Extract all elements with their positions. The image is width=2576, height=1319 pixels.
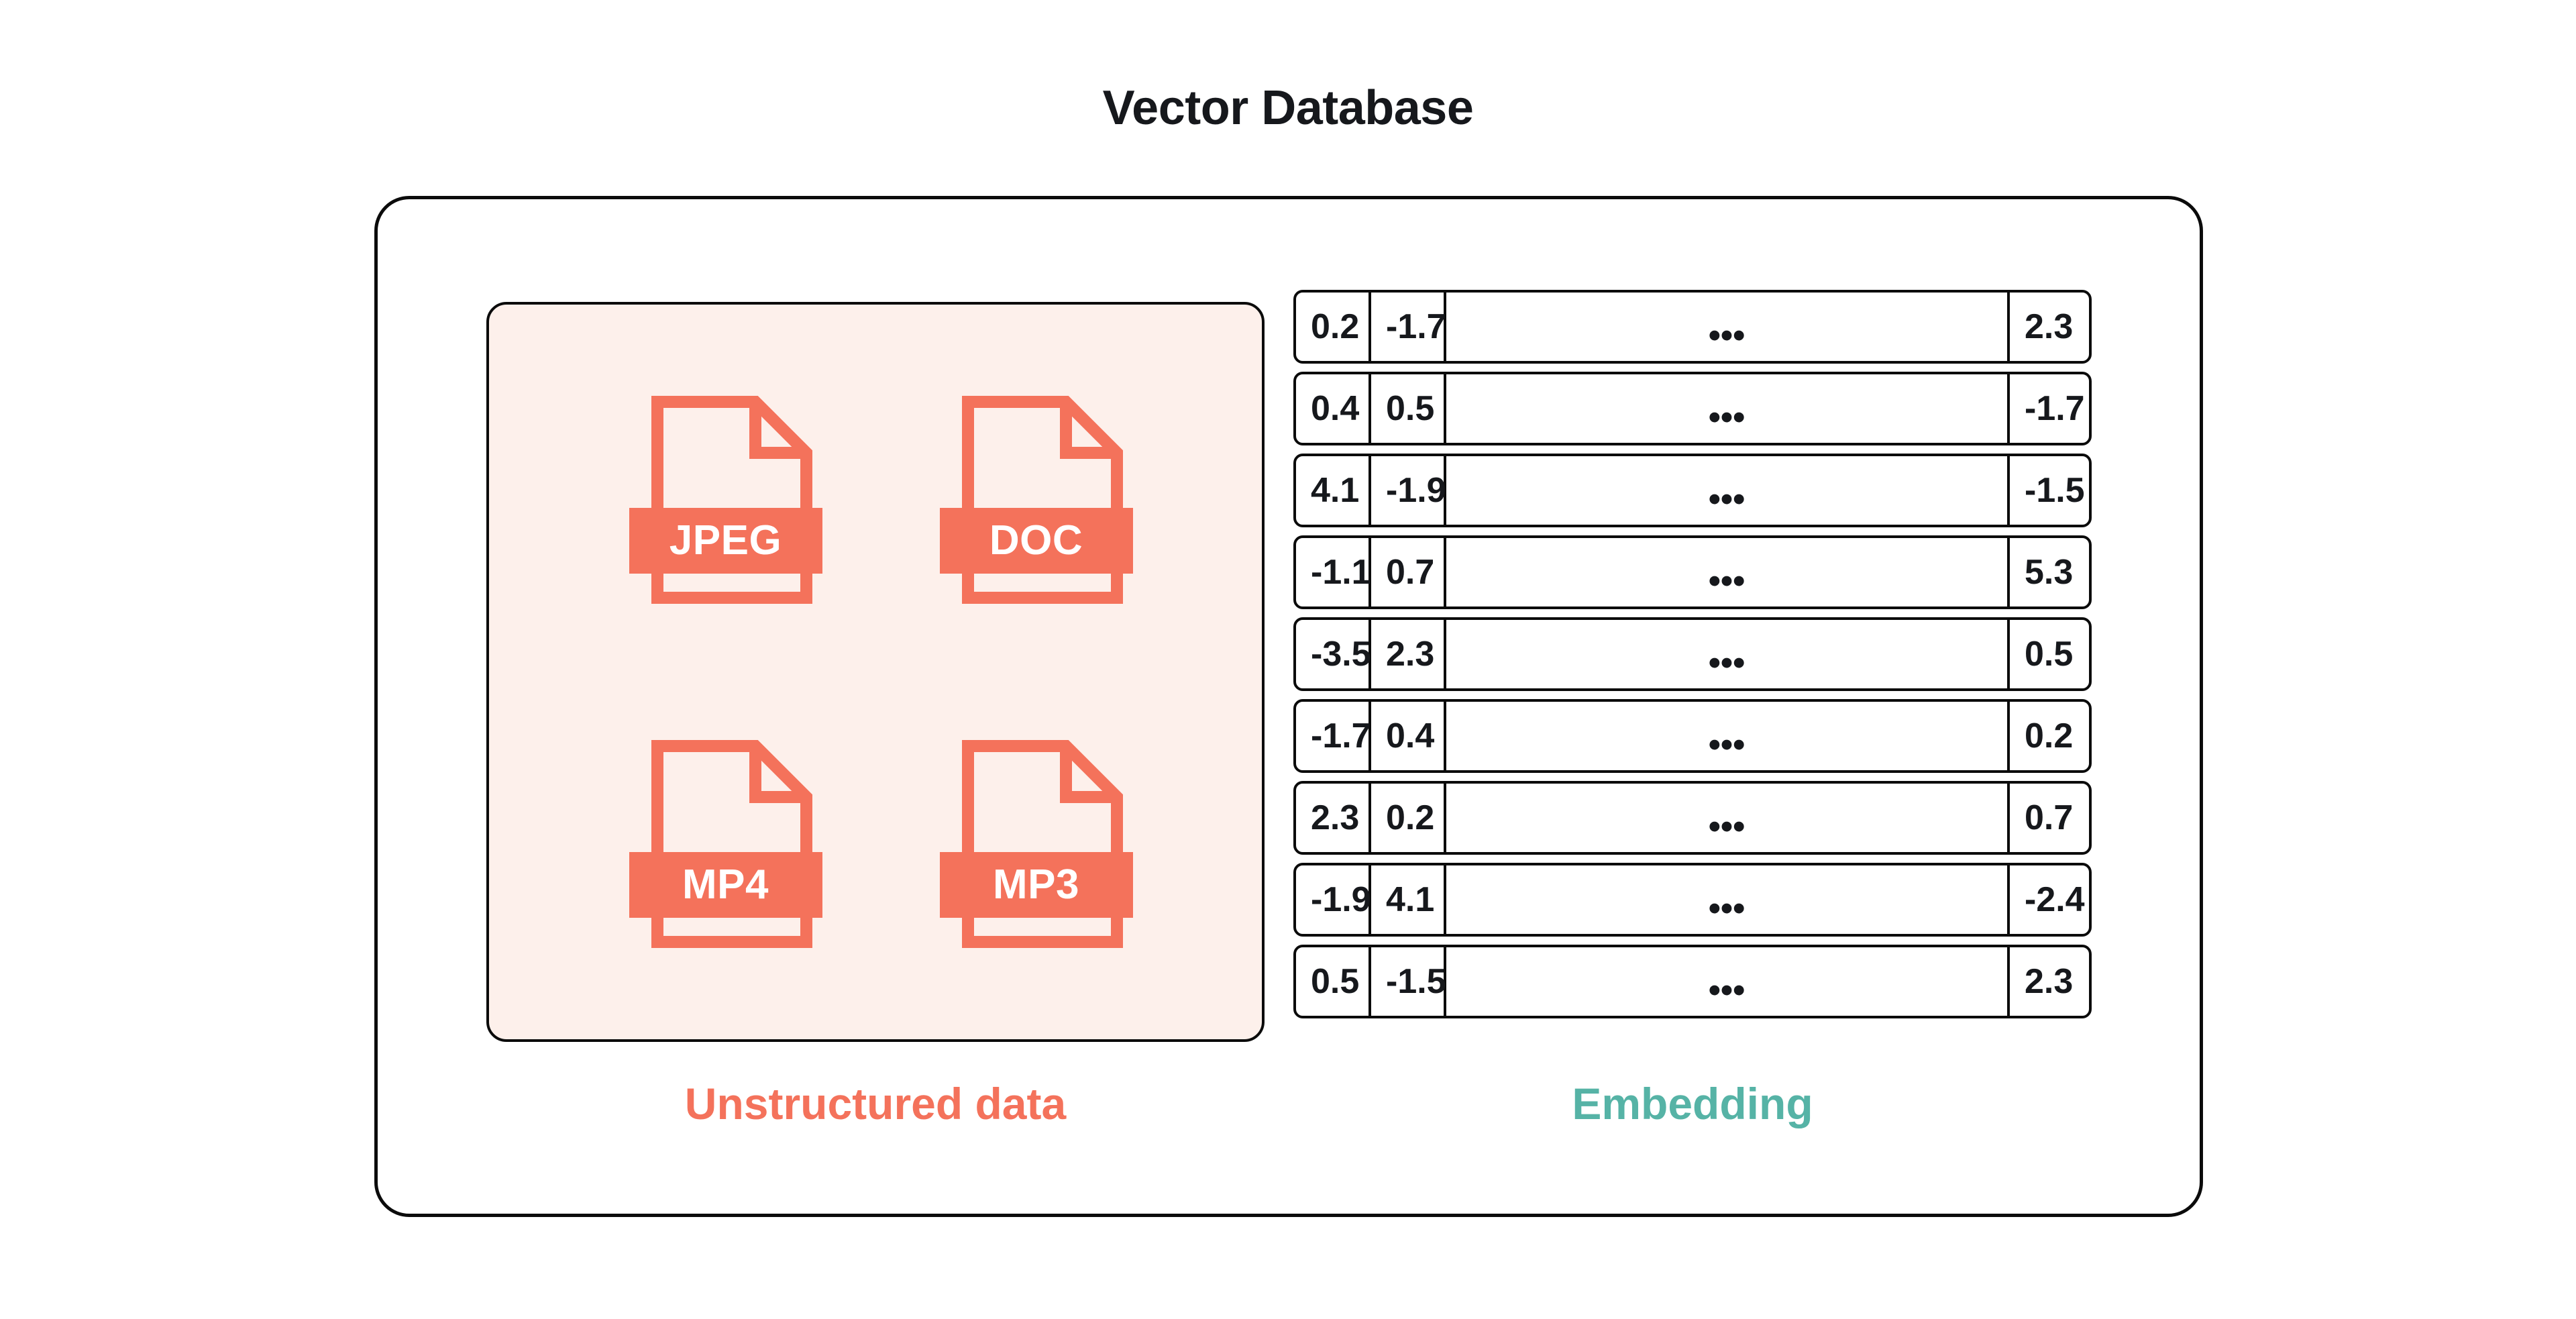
embedding-vector-row: 4.1-1.9••• -1.5 bbox=[1293, 454, 2092, 527]
file-icon-doc: DOC bbox=[939, 395, 1133, 604]
embedding-value-cell: 0.5 bbox=[2025, 635, 2074, 674]
embedding-value-cell: 0.2 bbox=[1371, 784, 1446, 852]
ellipsis-cell: ••• bbox=[1446, 784, 2010, 852]
embedding-value-cell: 0.2 bbox=[1296, 293, 1371, 361]
embedding-value-cell: 4.1 bbox=[1371, 865, 1446, 934]
embedding-value-cell: 0.4 bbox=[1371, 702, 1446, 770]
embedding-value-cell: 2.3 bbox=[1296, 784, 1371, 852]
file-icon-mp3: MP3 bbox=[939, 739, 1133, 949]
ellipsis-cell: ••• bbox=[1446, 374, 2010, 443]
embedding-value-cell: 0.5 bbox=[1371, 374, 1446, 443]
embedding-value-cell: -1.7 bbox=[1371, 293, 1446, 361]
embedding-value-cell: -1.9 bbox=[1296, 865, 1371, 934]
embedding-value-cell: 2.3 bbox=[1371, 620, 1446, 688]
embedding-value-cell: 0.5 bbox=[1296, 947, 1371, 1016]
embedding-value-cell: 2.3 bbox=[2025, 962, 2074, 1001]
page-title: Vector Database bbox=[1102, 81, 1474, 135]
embedding-value-cell: -1.5 bbox=[1371, 947, 1446, 1016]
file-extension-label: JPEG bbox=[629, 507, 822, 574]
embedding-value-cell: -1.5 bbox=[2025, 471, 2085, 510]
ellipsis-cell: ••• bbox=[1446, 456, 2010, 525]
ellipsis-cell: ••• bbox=[1446, 865, 2010, 934]
unstructured-data-panel: JPEG DOC MP4 MP3 bbox=[486, 302, 1265, 1042]
file-extension-label: DOC bbox=[939, 507, 1133, 574]
ellipsis-cell: ••• bbox=[1446, 702, 2010, 770]
unstructured-data-label: Unstructured data bbox=[684, 1079, 1067, 1128]
embedding-value-cell: 4.1 bbox=[1296, 456, 1371, 525]
embedding-value-cell: -1.7 bbox=[2025, 389, 2085, 428]
embedding-value-cell: -1.9 bbox=[1371, 456, 1446, 525]
ellipsis-cell: ••• bbox=[1446, 293, 2010, 361]
file-icon-mp4: MP4 bbox=[629, 739, 822, 949]
embedding-value-cell: 0.7 bbox=[1371, 538, 1446, 606]
file-extension-label: MP3 bbox=[939, 852, 1133, 918]
embedding-value-cell: -1.7 bbox=[1296, 702, 1371, 770]
file-extension-label: MP4 bbox=[629, 852, 822, 918]
embedding-value-cell: 0.2 bbox=[2025, 717, 2074, 755]
embedding-value-cell: 0.4 bbox=[1296, 374, 1371, 443]
file-icon-grid: JPEG DOC MP4 MP3 bbox=[489, 305, 1262, 1039]
embedding-vector-row: 0.2-1.7••• 2.3 bbox=[1293, 290, 2092, 364]
embedding-value-cell: -1.1 bbox=[1296, 538, 1371, 606]
embedding-value-cell: -3.5 bbox=[1296, 620, 1371, 688]
embedding-value-cell: 5.3 bbox=[2025, 553, 2074, 592]
embedding-value-cell: 2.3 bbox=[2025, 307, 2074, 346]
embedding-value-cell: -2.4 bbox=[2025, 880, 2085, 919]
embedding-value-cell: 0.7 bbox=[2025, 798, 2074, 837]
embedding-vector-row: 0.5-1.5••• 2.3 bbox=[1293, 945, 2092, 1018]
ellipsis-cell: ••• bbox=[1446, 947, 2010, 1016]
embedding-label: Embedding bbox=[1572, 1079, 1813, 1128]
file-icon-jpeg: JPEG bbox=[629, 395, 822, 604]
ellipsis-cell: ••• bbox=[1446, 538, 2010, 606]
ellipsis-cell: ••• bbox=[1446, 620, 2010, 688]
